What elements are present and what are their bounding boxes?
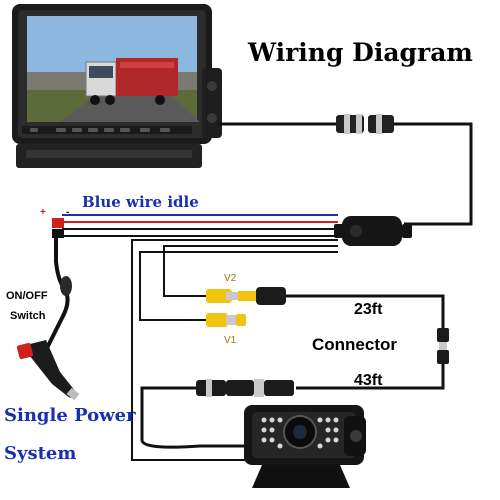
junction-box [334, 216, 412, 246]
extension-connector [296, 328, 449, 390]
connector-label: Connector [312, 335, 397, 354]
power-system-label-line2: System [4, 443, 77, 464]
rca-connector-v2 [206, 287, 445, 336]
rca-connector-v1 [206, 313, 246, 327]
cable-length-43ft: 43ft [354, 372, 383, 389]
minus-sign: - [66, 207, 70, 218]
rca-label-v2: V2 [224, 273, 237, 284]
diagram-title: Wiring Diagram [248, 38, 473, 67]
blue-wire-note: Blue wire idle [82, 193, 199, 211]
cable-length-23ft: 23ft [354, 301, 383, 318]
switch-label-switch: Switch [10, 310, 46, 322]
power-cable [44, 236, 72, 351]
plus-sign: + [40, 207, 46, 218]
video-wires [131, 239, 348, 461]
truck-image [85, 58, 178, 105]
rca-label-v1: V1 [224, 335, 237, 346]
switch-label-on-off: ON/OFF [6, 290, 48, 302]
camera-connectors [140, 379, 294, 449]
cigarette-lighter-plug [16, 340, 80, 401]
backup-camera [244, 405, 366, 488]
monitor-cable [218, 114, 473, 226]
power-system-label-line1: Single Power [4, 405, 136, 426]
monitor [12, 4, 222, 168]
power-wires [52, 214, 338, 238]
